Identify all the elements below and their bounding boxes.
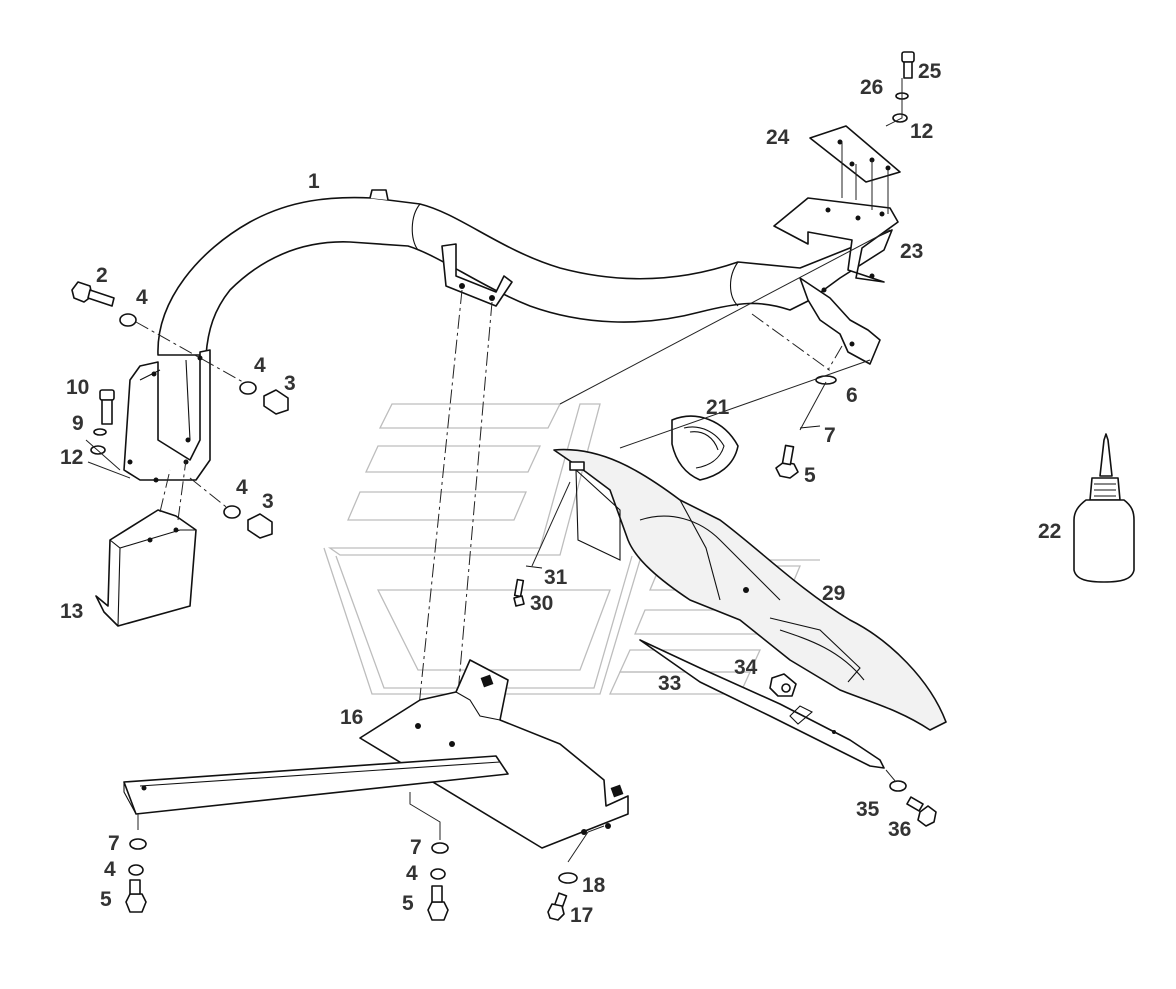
callout-4c: 4 — [236, 476, 248, 499]
cover-part-29 — [553, 448, 947, 731]
fastener-stack-right — [775, 345, 843, 479]
callout-2: 2 — [96, 264, 108, 287]
callout-7b: 7 — [108, 832, 120, 855]
callout-5c: 5 — [804, 464, 816, 487]
screw-washer-part-17-18 — [547, 872, 578, 921]
frame-tube-part-1 — [123, 189, 893, 483]
callout-31: 31 — [544, 566, 568, 589]
screw-part-10 — [85, 389, 131, 479]
bottle-part-22 — [1073, 433, 1135, 583]
callout-30: 30 — [530, 592, 553, 615]
dash-line-c — [751, 313, 833, 373]
callout-10: 10 — [66, 376, 89, 399]
base-plate-part-16 — [359, 659, 629, 863]
dash-line-b — [453, 301, 493, 741]
plate-part-24 — [809, 125, 901, 214]
callout-3a: 3 — [284, 372, 296, 395]
callout-24: 24 — [766, 126, 790, 149]
callout-17: 17 — [570, 904, 593, 927]
callout-18: 18 — [582, 874, 606, 897]
callout-12a: 12 — [60, 446, 83, 469]
callout-35: 35 — [856, 798, 880, 821]
bracket-part-23 — [773, 197, 899, 283]
callout-4b: 4 — [254, 354, 266, 377]
callout-34: 34 — [734, 656, 758, 679]
callout-23: 23 — [900, 240, 923, 263]
callout-3b: 3 — [262, 490, 274, 513]
callout-22: 22 — [1038, 520, 1061, 543]
screw-part-30-31 — [513, 481, 571, 607]
callout-labels: 1 2 3 3 4 4 4 4 4 5 5 5 6 7 7 7 9 10 12 … — [60, 60, 1061, 927]
washer-nut-pair-lower — [189, 477, 273, 539]
fastener-stack-left — [125, 838, 147, 913]
guide-line-b — [619, 359, 871, 449]
callout-21: 21 — [706, 396, 730, 419]
bolt-part-2 — [71, 281, 289, 415]
callout-33: 33 — [658, 672, 681, 695]
callout-25: 25 — [918, 60, 942, 83]
washer-screw-part-35-36 — [885, 769, 937, 827]
callout-4d: 4 — [104, 858, 116, 881]
guide-line-a — [559, 229, 891, 405]
callout-16: 16 — [340, 706, 363, 729]
callout-1: 1 — [308, 170, 320, 193]
dash-line-a — [417, 289, 463, 717]
callout-26: 26 — [860, 76, 883, 99]
callout-4e: 4 — [406, 862, 418, 885]
callout-4a: 4 — [136, 286, 148, 309]
screw-part-25 — [885, 51, 915, 127]
callout-5b: 5 — [402, 892, 414, 915]
callout-13: 13 — [60, 600, 83, 623]
callout-29: 29 — [822, 582, 845, 605]
callout-7c: 7 — [410, 836, 422, 859]
fastener-stack-center — [427, 842, 449, 921]
callout-12b: 12 — [910, 120, 933, 143]
pin-part-34 — [769, 673, 797, 697]
callout-5a: 5 — [100, 888, 112, 911]
callout-6: 6 — [846, 384, 858, 407]
lever-part-33 — [639, 639, 885, 769]
callout-36: 36 — [888, 818, 911, 841]
callout-7a: 7 — [824, 424, 836, 447]
cover-part-13 — [95, 459, 197, 627]
channel-bar — [123, 755, 509, 830]
clamp-part-21 — [671, 415, 739, 481]
callout-9: 9 — [72, 412, 84, 435]
